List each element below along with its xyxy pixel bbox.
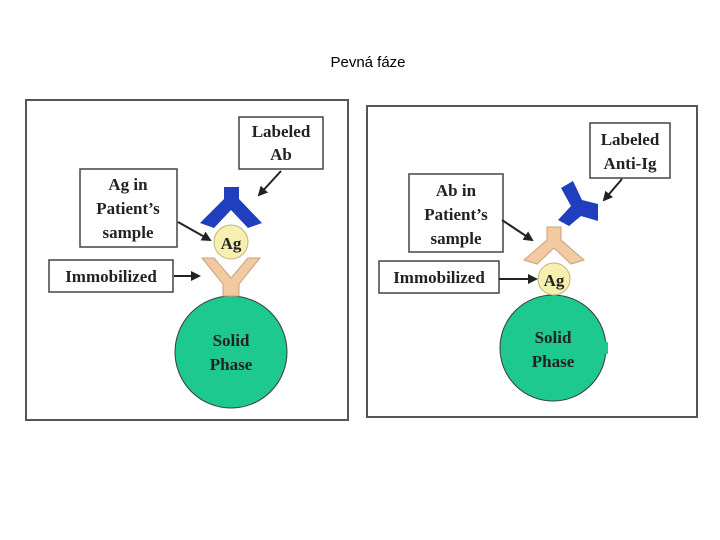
right-sample-line2: Patient’s <box>424 205 488 224</box>
right-sample-box <box>408 173 504 253</box>
right-immobilized-box <box>378 260 500 294</box>
solid-phase-line1: Solid <box>213 331 250 350</box>
right-solid-phase-circle <box>499 294 607 402</box>
arrow-labeled-ab <box>257 170 282 197</box>
labeled-ab-line2: Ab <box>270 145 292 164</box>
left-panel: Labeled Ab Ag in Patient’s sample Immobi… <box>25 99 349 421</box>
right-sample-line3: sample <box>431 229 482 248</box>
labeled-ab-box <box>238 116 324 170</box>
arrow-right-sample <box>501 219 534 242</box>
solid-phase-circle <box>174 295 288 409</box>
arrow-sample <box>177 221 212 241</box>
right-sample-line1: Ab in <box>436 181 477 200</box>
right-solid-phase-tab <box>604 342 608 354</box>
right-immobilized-label: Immobilized <box>393 268 485 287</box>
capture-antibody-shape <box>200 257 262 297</box>
antigen-circle <box>213 224 249 260</box>
labeled-anti-ig-box <box>589 122 671 179</box>
labeled-ab-line1: Labeled <box>252 122 311 141</box>
sample-box <box>79 168 178 248</box>
right-antigen-label: Ag <box>544 271 565 290</box>
right-antigen-circle <box>537 262 571 296</box>
labeled-antibody-shape <box>200 187 262 228</box>
labeled-anti-ig-line2: Anti-Ig <box>604 154 657 173</box>
arrow-labeled-anti-ig <box>602 178 623 202</box>
solid-phase-line2: Phase <box>210 355 253 374</box>
labeled-anti-ig-shape <box>558 181 598 226</box>
labeled-anti-ig-line1: Labeled <box>601 130 660 149</box>
immobilized-box <box>48 259 174 293</box>
antigen-label: Ag <box>221 234 242 253</box>
right-solid-phase-line1: Solid <box>535 328 572 347</box>
right-panel: Labeled Anti-Ig Ab in Patient’s sample I… <box>366 105 698 418</box>
immobilized-label: Immobilized <box>65 267 157 286</box>
sample-line2: Patient’s <box>96 199 160 218</box>
right-solid-phase-line2: Phase <box>532 352 575 371</box>
sample-line1: Ag in <box>108 175 148 194</box>
sample-line3: sample <box>103 223 154 242</box>
patient-antibody-shape <box>522 226 586 265</box>
slide-title: Pevná fáze <box>330 54 406 71</box>
